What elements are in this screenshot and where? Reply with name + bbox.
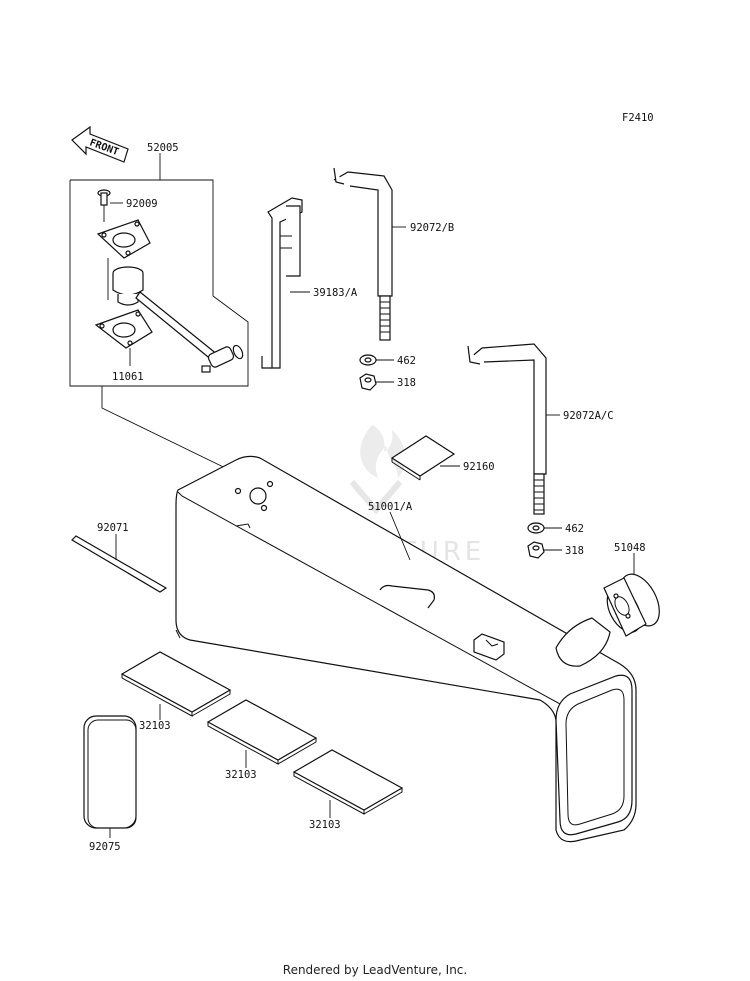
pad-92160: 92160 — [390, 435, 495, 481]
pad-32103-middle: 32103 — [206, 699, 318, 781]
label-32103-right: 32103 — [309, 819, 341, 831]
label-11061: 11061 — [112, 371, 144, 383]
label-32103-middle: 32103 — [225, 769, 257, 781]
label-318-lower: 318 — [565, 545, 584, 557]
pad-92075: 92075 — [83, 715, 137, 853]
pad-32103-left: 32103 — [120, 651, 232, 732]
label-92009: 92009 — [126, 198, 158, 210]
label-462-lower: 462 — [565, 523, 584, 535]
label-51048: 51048 — [614, 542, 646, 554]
label-51001a: 51001/A — [368, 501, 413, 513]
strap-92072b: 92072/B — [333, 167, 454, 341]
label-32103-left: 32103 — [139, 720, 171, 732]
label-462-upper: 462 — [397, 355, 416, 367]
label-52005: 52005 — [147, 142, 179, 154]
footer-credit: Rendered by LeadVenture, Inc. — [282, 963, 468, 977]
label-92072b: 92072/B — [410, 222, 454, 234]
front-arrow-icon: FRONT — [71, 125, 129, 163]
thread-92072ac — [534, 479, 544, 511]
diagram-code: F2410 — [622, 112, 654, 124]
thread-92072b — [380, 301, 390, 333]
nut-318-lower: 318 — [527, 541, 584, 559]
label-92160: 92160 — [463, 461, 495, 473]
label-92072ac: 92072A/C — [563, 410, 614, 422]
fuel-sender-11061 — [112, 266, 244, 373]
gasket-plate-upper — [96, 219, 151, 259]
label-92075: 92075 — [89, 841, 121, 853]
strap-92072ac: 92072A/C — [467, 343, 614, 515]
screw-92009: 92009 — [97, 189, 158, 210]
gasket-plate-lower — [94, 309, 153, 349]
washer-462-lower: 462 — [527, 522, 584, 535]
washer-462-upper: 462 — [359, 354, 416, 367]
fuel-tank-51001a: 51001/A — [175, 455, 637, 843]
strip-92071: 92071 — [71, 522, 168, 593]
bracket-39183a: 39183/A — [261, 197, 358, 369]
fuel-cap-51048: 51048 — [603, 542, 660, 637]
pad-32103-right: 32103 — [292, 749, 404, 831]
label-39183a: 39183/A — [313, 287, 358, 299]
assembly-52005-box: 52005 — [69, 142, 249, 387]
label-92071: 92071 — [97, 522, 129, 534]
nut-318-upper: 318 — [359, 373, 416, 391]
label-318-upper: 318 — [397, 377, 416, 389]
